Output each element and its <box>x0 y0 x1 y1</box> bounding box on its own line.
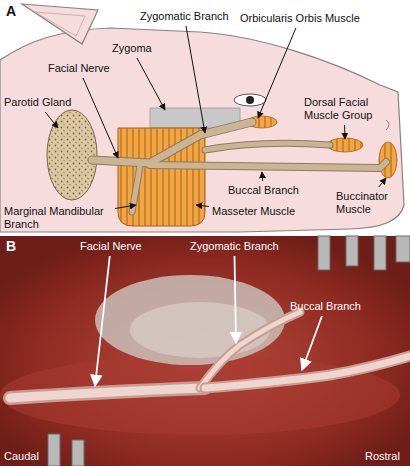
anatomy-label: Dorsal Facial Muscle Group <box>304 96 384 122</box>
leader-arrow <box>379 178 386 187</box>
anatomy-label: Marginal Mandibular Branch <box>4 205 112 231</box>
leader-arrow <box>258 28 296 118</box>
anatomy-label: Facial Nerve <box>80 240 142 253</box>
anatomy-label: Parotid Gland <box>4 96 71 109</box>
anatomy-label: Masseter Muscle <box>212 205 295 218</box>
leader-arrow <box>45 112 58 128</box>
leader-arrow <box>83 78 118 158</box>
panel-letter: B <box>6 238 16 254</box>
leader-arrow <box>95 256 110 386</box>
anatomy-label: Zygomatic Branch <box>140 10 229 23</box>
leader-arrow <box>186 26 205 133</box>
direction-label: Caudal <box>4 450 39 463</box>
anatomy-label: Zygomatic Branch <box>190 240 279 253</box>
anatomy-label: Facial Nerve <box>48 62 110 75</box>
anatomy-label: Zygoma <box>112 42 152 55</box>
leader-arrow <box>115 205 136 209</box>
anatomy-label: Buccal Branch <box>290 300 361 313</box>
leader-arrow <box>196 205 209 206</box>
leader-arrow <box>137 58 165 110</box>
panel-letter: A <box>6 3 16 19</box>
leader-arrow <box>234 256 236 343</box>
direction-label: Rostral <box>365 450 400 463</box>
leader-arrow <box>262 172 264 181</box>
anatomy-label: Orbicularis Orbis Muscle <box>240 12 360 25</box>
leader-arrow <box>302 316 322 370</box>
anatomy-label: Buccal Branch <box>228 184 299 197</box>
anatomy-label: Buccinator Muscle <box>336 190 396 216</box>
leader-arrow <box>344 125 345 139</box>
